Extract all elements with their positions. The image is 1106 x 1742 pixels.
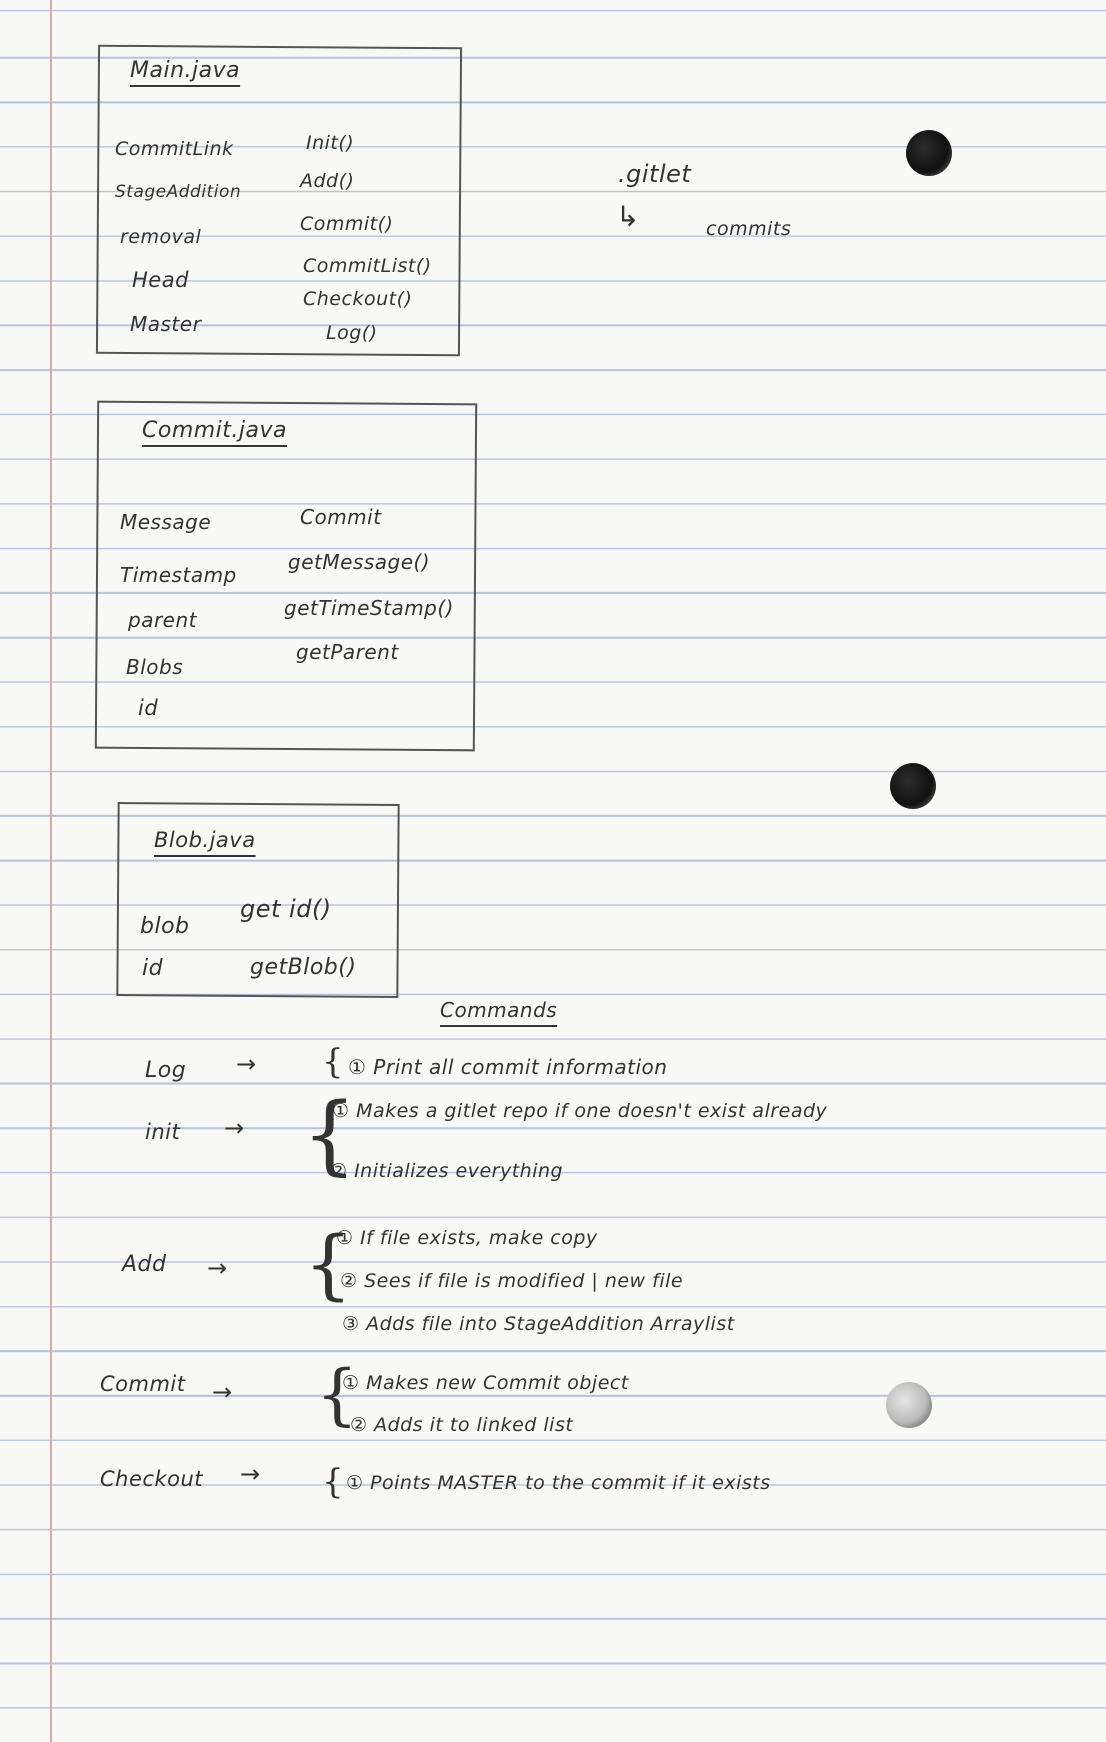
main-method: Add()	[300, 170, 355, 192]
main-field: Head	[132, 268, 189, 292]
binder-hole-middle	[890, 763, 936, 809]
brace-icon: {	[304, 1219, 353, 1308]
main-field: Master	[130, 312, 202, 336]
blob-field: id	[142, 956, 164, 981]
arrow-icon: →	[240, 1460, 261, 1488]
main-field: CommitLink	[115, 138, 234, 160]
command-step: ① Print all commit information	[348, 1055, 668, 1079]
main-method: CommitList()	[303, 255, 432, 277]
margin-line	[50, 0, 52, 1742]
main-method: Commit()	[300, 213, 394, 235]
main-field: StageAddition	[115, 182, 242, 202]
arrow-icon: →	[212, 1378, 233, 1406]
commit-field: id	[138, 696, 159, 720]
gitlet-commits-label: commits	[706, 218, 792, 240]
brace-icon: {	[322, 1462, 344, 1502]
main-java-title: Main.java	[130, 58, 241, 83]
binder-hole-top	[906, 130, 952, 176]
command-name-checkout: Checkout	[100, 1467, 203, 1491]
commands-heading: Commands	[440, 998, 558, 1022]
command-step: ① Makes new Commit object	[342, 1372, 629, 1394]
command-step: ② Adds it to linked list	[350, 1414, 574, 1436]
blob-java-title: Blob.java	[154, 828, 256, 852]
commit-method: getTimeStamp()	[284, 596, 454, 620]
commit-java-title: Commit.java	[142, 418, 288, 443]
brace-icon: {	[302, 1085, 357, 1185]
main-method: Init()	[306, 132, 355, 154]
command-step: ② Sees if file is modified | new file	[340, 1270, 684, 1292]
commit-method: Commit	[300, 505, 382, 529]
command-name-commit: Commit	[100, 1372, 186, 1396]
command-name-add: Add	[122, 1252, 167, 1277]
commit-field: parent	[128, 608, 197, 632]
blob-method: getBlob()	[250, 955, 357, 980]
main-method: Log()	[326, 322, 378, 344]
commit-method: getMessage()	[288, 550, 431, 574]
gitlet-dir-label: .gitlet	[618, 160, 692, 188]
commit-method: getParent	[296, 640, 399, 664]
command-name-log: Log	[145, 1058, 187, 1083]
command-step: ③ Adds file into StageAddition Arraylist	[342, 1313, 735, 1335]
arrow-icon: →	[224, 1114, 245, 1142]
brace-icon: {	[322, 1042, 344, 1082]
arrow-icon: →	[236, 1050, 257, 1078]
command-step: ② Initializes everything	[330, 1160, 564, 1182]
commit-field: Timestamp	[120, 563, 237, 587]
blob-method: get id()	[240, 895, 332, 923]
brace-icon: {	[316, 1356, 358, 1433]
main-field: removal	[120, 226, 202, 248]
command-step: ① If file exists, make copy	[336, 1227, 598, 1249]
arrow-icon: →	[207, 1254, 228, 1282]
command-step: ① Points MASTER to the commit if it exis…	[346, 1472, 771, 1494]
commit-field: Message	[120, 510, 212, 534]
gitlet-arrow-icon: ↳	[616, 200, 640, 233]
blob-field: blob	[140, 914, 190, 939]
main-method: Checkout()	[303, 288, 413, 310]
command-step: ① Makes a gitlet repo if one doesn't exi…	[332, 1100, 828, 1122]
commit-field: Blobs	[126, 655, 184, 679]
command-name-init: init	[145, 1120, 181, 1144]
binder-hole-bottom	[886, 1382, 932, 1428]
